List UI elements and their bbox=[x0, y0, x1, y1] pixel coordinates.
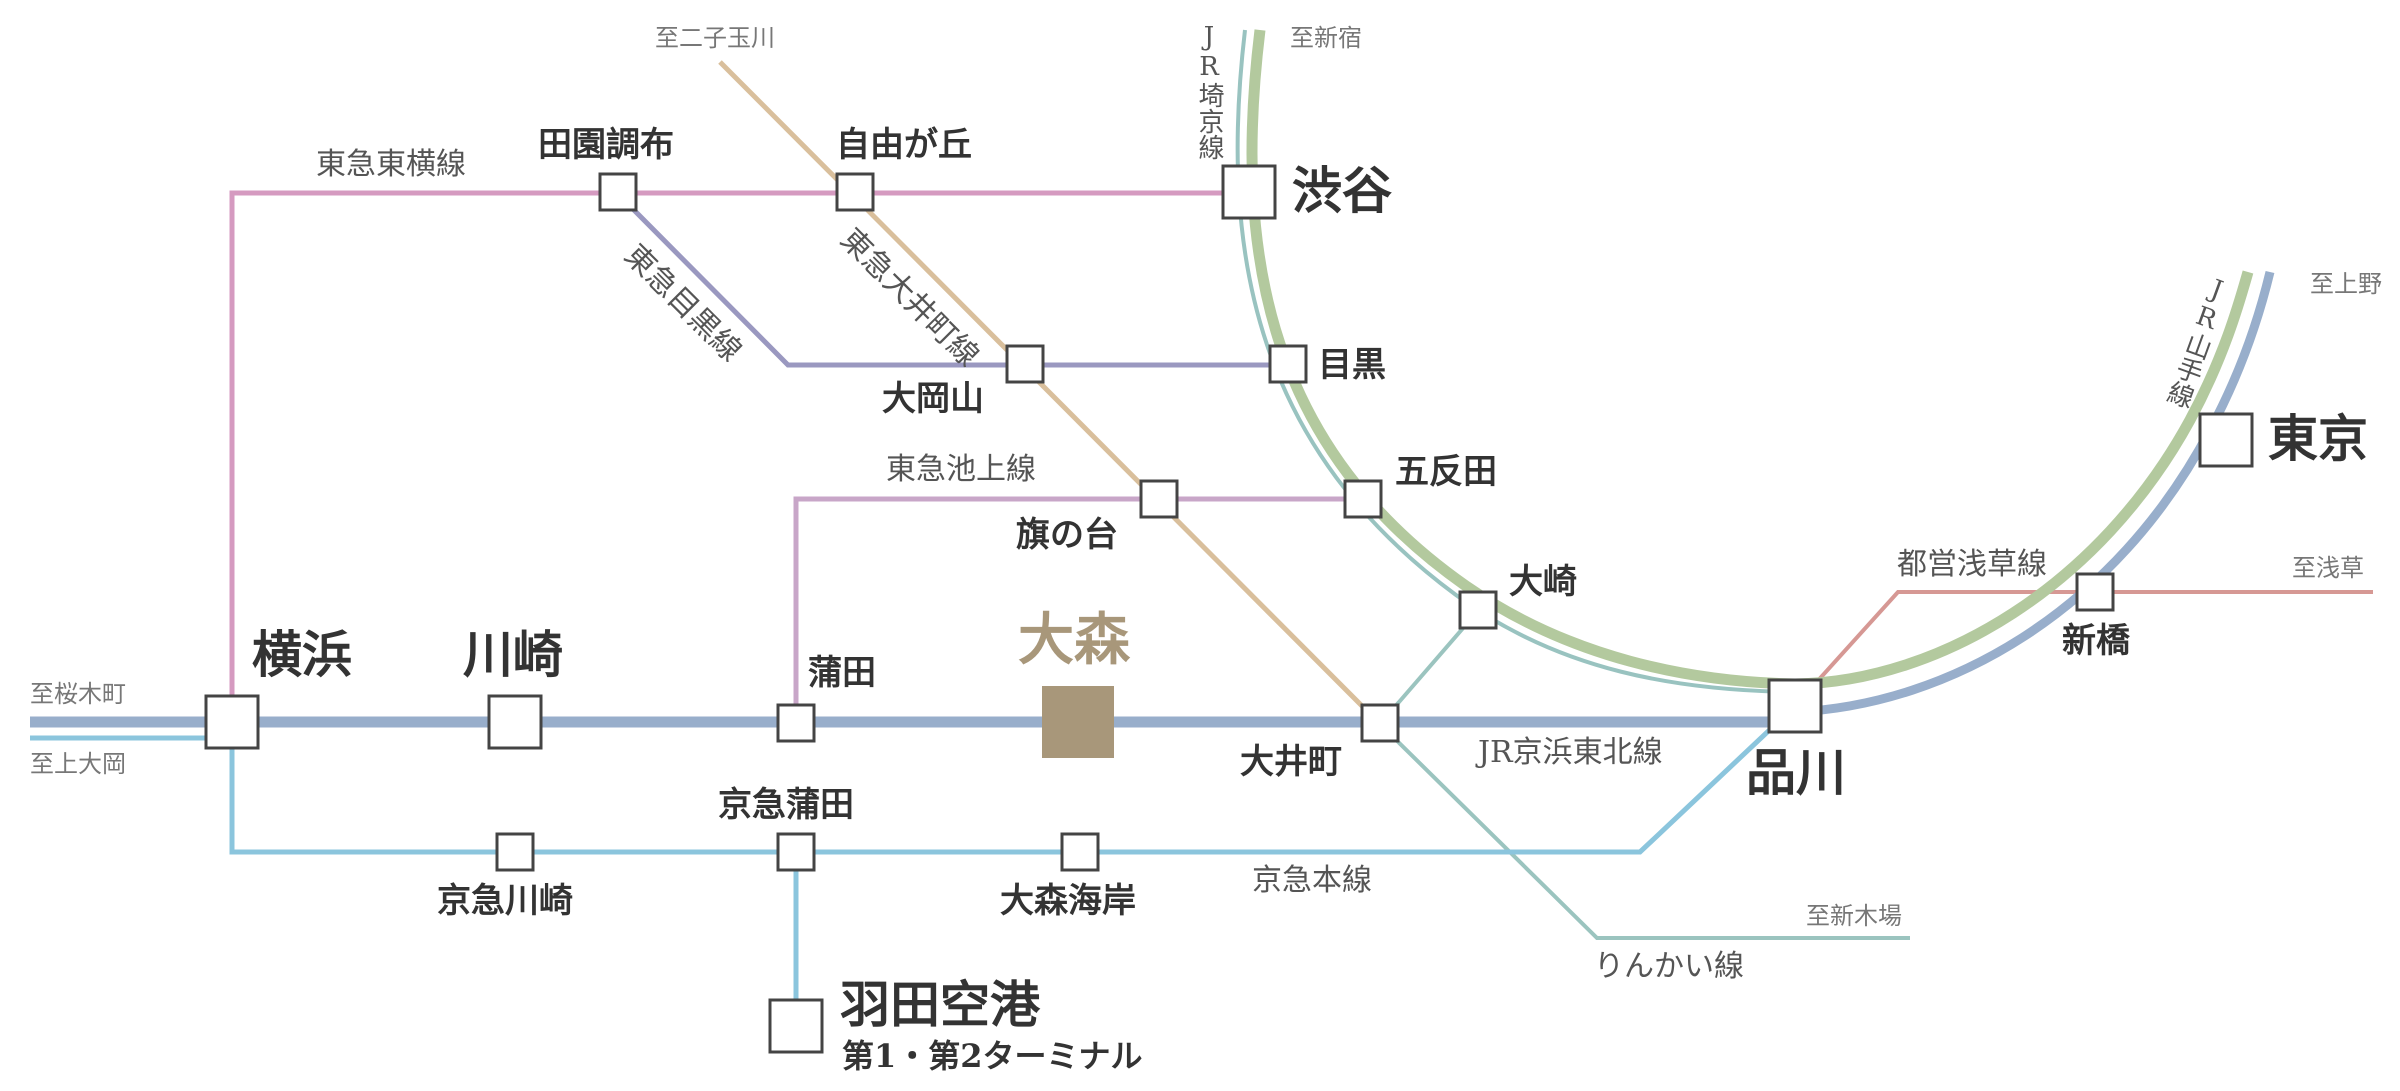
line-label-asakusa: 都営浅草線 bbox=[1897, 547, 2047, 582]
label-meguro: 目黒 bbox=[1318, 345, 1386, 385]
label-ookayama: 大岡山 bbox=[882, 379, 984, 419]
station-oimachi[interactable] bbox=[1360, 703, 1400, 743]
station-meguro[interactable] bbox=[1268, 344, 1308, 384]
line-label-toyoko: 東急東横線 bbox=[316, 147, 466, 182]
tokyu-oimachi-line bbox=[718, 60, 1382, 726]
station-yokohama[interactable] bbox=[204, 694, 260, 750]
line-label-ikegami: 東急池上線 bbox=[886, 452, 1036, 487]
dest-sakuragicho: 至桜木町 bbox=[30, 680, 126, 708]
dest-futakotamagawa: 至二子玉川 bbox=[655, 24, 775, 52]
dest-kamiooka: 至上大岡 bbox=[30, 750, 126, 778]
station-hatanodai[interactable] bbox=[1139, 479, 1179, 519]
label-haneda: 羽田空港 bbox=[840, 975, 1040, 1034]
rinkai-line bbox=[1377, 610, 1910, 940]
label-hatanodai: 旗の台 bbox=[1016, 515, 1118, 555]
station-keikyu-kawasaki[interactable] bbox=[495, 832, 535, 872]
station-shinagawa[interactable] bbox=[1767, 678, 1823, 734]
label-keikyu-kawasaki: 京急川崎 bbox=[437, 881, 573, 921]
dest-shinjuku: 至新宿 bbox=[1290, 24, 1362, 52]
tokyu-meguro-line bbox=[615, 191, 1288, 368]
station-omori-highlight[interactable] bbox=[1042, 686, 1114, 758]
line-label-keihin-tohoku: JR京浜東北線 bbox=[1478, 735, 1663, 770]
label-omorikaigan: 大森海岸 bbox=[1000, 881, 1136, 921]
label-osaki: 大崎 bbox=[1509, 562, 1577, 602]
line-label-keikyu: 京急本線 bbox=[1252, 863, 1372, 898]
station-omorikaigan[interactable] bbox=[1060, 832, 1100, 872]
label-haneda-terminal: 第1・第2ターミナル bbox=[842, 1037, 1143, 1075]
label-yokohama: 横浜 bbox=[252, 625, 352, 684]
label-shibuya: 渋谷 bbox=[1292, 161, 1392, 220]
dest-ueno: 至上野 bbox=[2310, 270, 2382, 298]
station-keikyu-kamata[interactable] bbox=[776, 832, 816, 872]
station-denenchofu[interactable] bbox=[598, 172, 638, 212]
station-shibuya[interactable] bbox=[1221, 164, 1277, 220]
station-kawasaki[interactable] bbox=[487, 694, 543, 750]
label-jiyugaoka: 自由が丘 bbox=[836, 125, 972, 165]
toei-asakusa-line bbox=[1793, 590, 2373, 708]
station-shimbashi[interactable] bbox=[2075, 572, 2115, 612]
label-omori: 大森 bbox=[1018, 607, 1130, 673]
station-jiyugaoka[interactable] bbox=[835, 172, 875, 212]
line-label-saikyo: JR埼京線 bbox=[1194, 22, 1224, 160]
dest-shinkiba: 至新木場 bbox=[1806, 902, 1902, 930]
label-denenchofu: 田園調布 bbox=[538, 125, 674, 165]
label-keikyu-kamata: 京急蒲田 bbox=[718, 785, 854, 825]
label-shinagawa: 品川 bbox=[1746, 743, 1846, 802]
dest-asakusa: 至浅草 bbox=[2292, 554, 2364, 582]
keikyu-line bbox=[30, 704, 1797, 855]
station-ookayama[interactable] bbox=[1005, 344, 1045, 384]
station-gotanda[interactable] bbox=[1343, 479, 1383, 519]
label-shimbashi: 新橋 bbox=[2062, 621, 2130, 661]
line-label-rinkai: りんかい線 bbox=[1594, 949, 1744, 984]
label-oimachi: 大井町 bbox=[1240, 742, 1342, 782]
tokyu-toyoko-line bbox=[229, 190, 1248, 724]
jr-yamanote-east-line bbox=[1794, 270, 2275, 717]
label-kamata: 蒲田 bbox=[808, 653, 876, 693]
label-kawasaki: 川崎 bbox=[463, 625, 563, 684]
label-tokyo: 東京 bbox=[2268, 409, 2368, 468]
station-tokyo[interactable] bbox=[2198, 412, 2254, 468]
label-gotanda: 五反田 bbox=[1395, 452, 1497, 492]
station-haneda[interactable] bbox=[768, 998, 824, 1054]
station-kamata[interactable] bbox=[776, 703, 816, 743]
station-osaki[interactable] bbox=[1458, 590, 1498, 630]
